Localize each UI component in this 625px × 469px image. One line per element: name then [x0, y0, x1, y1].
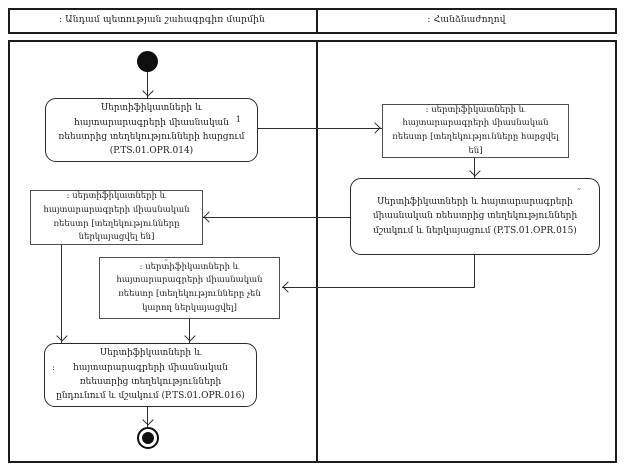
edge-receive-to-final — [147, 407, 149, 427]
activity-process-and-present: Սերտիֆիկատների և հայտարարագրերի միասնակա… — [350, 178, 600, 255]
activity-label: Սերտիֆիկատների և հայտարարագրերի միասնակա… — [56, 348, 245, 402]
edge-cannot-present-to-receive — [189, 319, 191, 343]
node-number-marker: ˜ — [576, 188, 581, 198]
object-register-presented: : սերտիֆիկատների և հայտարարագրերի միասնա… — [30, 190, 203, 245]
edge-process-down-segment — [474, 255, 476, 288]
object-label: : սերտիֆիկատների և հայտարարագրերի միասնա… — [116, 261, 263, 313]
node-number-marker: ˜ — [164, 259, 169, 269]
edge-process-to-presented — [203, 217, 350, 219]
swimlane-header — [8, 8, 617, 34]
object-register-requested: : սերտիֆիկատների և հայտարարագրերի միասնա… — [382, 104, 569, 158]
object-label: : սերտիֆիկատների և հայտարարագրերի միասնա… — [43, 191, 190, 243]
edge-register-to-process — [474, 158, 476, 178]
initial-node — [137, 51, 158, 72]
object-register-cannot-be-presented: : սերտիֆիկատների և հայտարարագրերի միասնա… — [99, 257, 280, 319]
header-lane-divider — [316, 8, 318, 34]
lane-title-commission: : Հանձնաժողով — [427, 15, 506, 25]
activity-receive-and-process: Սերտիֆիկատների և հայտարարագրերի միասնակա… — [44, 343, 257, 407]
lane-title-member-state: : Անդամ պետության շահագրգիռ մարմին — [59, 15, 265, 25]
final-node — [137, 427, 159, 449]
edge-presented-to-receive — [61, 245, 63, 343]
edge-request-to-register — [258, 128, 382, 130]
activity-label: Սերտիֆիկատների և հայտարարագրերի միասնակա… — [58, 103, 245, 157]
node-number-marker: ։ — [52, 363, 55, 373]
edge-start-to-request — [147, 72, 149, 98]
body-lane-divider — [316, 40, 318, 463]
final-node-core — [142, 432, 154, 444]
activity-label: Սերտիֆիկատների և հայտարարագրերի միասնակա… — [372, 196, 578, 236]
node-number-marker: 1 — [235, 115, 241, 125]
edge-process-to-cannot-present — [282, 287, 475, 289]
activity-request-information: Սերտիֆիկատների և հայտարարագրերի միասնակա… — [45, 98, 258, 162]
object-label: : սերտիֆիկատների և հայտարարագրերի միասնա… — [392, 104, 559, 156]
